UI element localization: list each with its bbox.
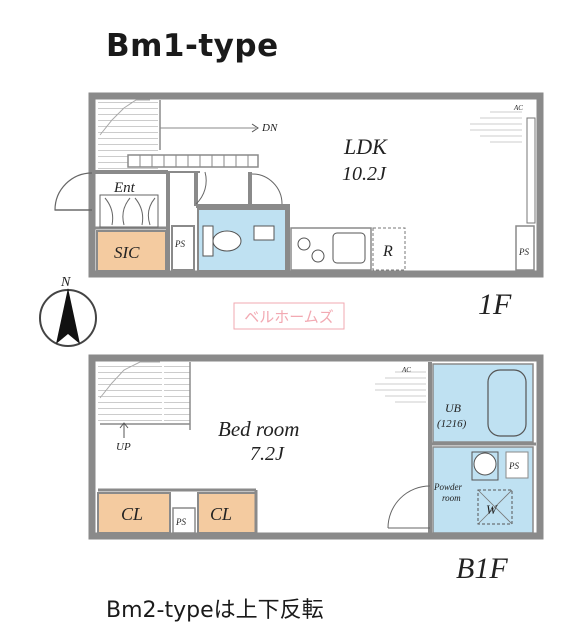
- ldk-size: 10.2J: [342, 163, 387, 185]
- outer-wall-b1f: [88, 354, 544, 540]
- entrance-label: Ent: [113, 180, 136, 196]
- closet-right: [197, 492, 257, 534]
- ub-size: (1216): [437, 418, 467, 430]
- ac-unit-1f: [470, 111, 522, 143]
- sink-icon: [332, 232, 366, 264]
- ldk-label: LDK: [343, 134, 388, 159]
- closet-right-label: CL: [210, 504, 232, 524]
- ac-label-1f: AC: [513, 104, 523, 112]
- plan-title: Bm1-type: [106, 28, 279, 64]
- staircase-b1f: [98, 361, 191, 438]
- ub-label: UB: [445, 401, 462, 415]
- kitchen-counter: [290, 227, 372, 271]
- ps-right-label-b1f: PS: [508, 461, 519, 471]
- stair-dn-label: DN: [261, 122, 278, 134]
- floor-1f: LDK 10.2J Ent SIC PS R DN PS AC 1F: [54, 92, 544, 321]
- toilet-icon: [202, 225, 275, 257]
- ps-label-b1f: PS: [175, 517, 186, 527]
- closet-left: [97, 492, 171, 534]
- powder-label-1: Powder: [433, 482, 462, 492]
- watermark: ベルホームズ: [244, 308, 334, 326]
- stair-up-label: UP: [116, 441, 131, 453]
- ps-right-label-1f: PS: [518, 247, 529, 257]
- pipe-space-b1f: [172, 507, 196, 534]
- watermark-box: [233, 302, 345, 330]
- stove-burner-icon: [311, 249, 325, 263]
- sic-closet: [96, 230, 167, 272]
- floor-b1f: Bed room 7.2J UB (1216) Powder room W PS…: [88, 354, 544, 585]
- closet-left-label: CL: [121, 504, 143, 524]
- staircase-1f: [98, 99, 259, 170]
- fridge-space: [372, 227, 406, 271]
- pipe-space-right-b1f: [505, 451, 529, 479]
- north-arrow-icon: [56, 288, 80, 344]
- north-label: N: [60, 275, 71, 290]
- pipe-space-1f: [171, 225, 195, 271]
- powder-label-2: room: [442, 493, 461, 503]
- compass: N: [39, 275, 97, 347]
- washer-space: [477, 489, 513, 525]
- powder-door: [387, 485, 431, 529]
- ps-label-1f: PS: [174, 239, 185, 249]
- bedroom-size: 7.2J: [250, 443, 285, 465]
- stove-burner-icon: [297, 237, 311, 251]
- floor-label-1f: 1F: [478, 288, 512, 321]
- variant-note: Bm2-typeは上下反転: [106, 598, 324, 623]
- bedroom-label: Bed room: [218, 417, 299, 441]
- sic-label: SIC: [114, 243, 140, 262]
- window-1f: [526, 117, 536, 224]
- bathtub-icon: [487, 369, 527, 437]
- entrance-door: [54, 172, 93, 211]
- ac-unit-b1f: [375, 371, 426, 403]
- washbasin-icon: [473, 452, 497, 476]
- pipe-space-right-1f: [515, 225, 535, 271]
- ac-label-b1f: AC: [401, 366, 411, 374]
- floor-label-b1f: B1F: [456, 552, 508, 585]
- outer-wall-1f: [88, 92, 544, 278]
- fridge-label: R: [382, 243, 393, 260]
- washer-label: W: [486, 502, 498, 517]
